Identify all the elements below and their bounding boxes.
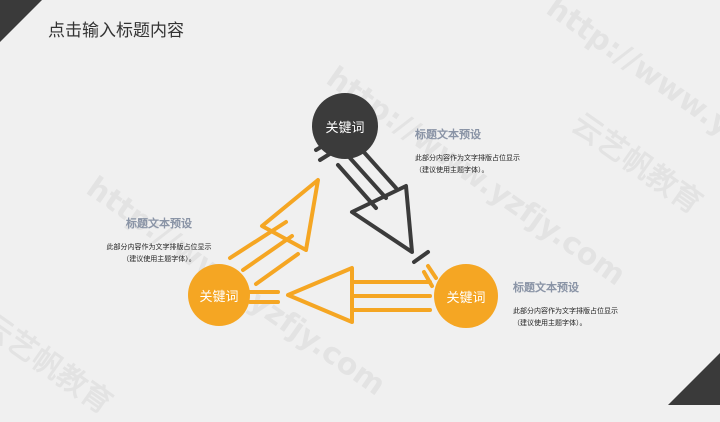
block-body: 此部分内容作为文字排版占位显示 （建议使用主题字体）。 [513,305,663,329]
arrow-right-to-left [248,264,438,324]
text-block-top-right: 标题文本预设 此部分内容作为文字排版占位显示 （建议使用主题字体）。 [415,126,565,176]
block-line: （建议使用主题字体）。 [513,319,587,327]
block-title: 标题文本预设 [415,128,481,141]
node-left: 关键词 [188,264,250,326]
page-title: 点击输入标题内容 [48,21,184,41]
node-right: 关键词 [434,264,498,328]
corner-decoration-top-left [0,0,42,42]
block-line: （建议使用主题字体）。 [122,255,196,263]
corner-decoration-bottom-right [668,353,720,405]
block-body: 此部分内容作为文字排版占位显示 （建议使用主题字体）。 [415,152,565,176]
text-block-bottom-right: 标题文本预设 此部分内容作为文字排版占位显示 （建议使用主题字体）。 [513,279,663,329]
arrow-top-to-right [314,136,430,264]
block-title: 标题文本预设 [126,217,192,230]
node-top: 关键词 [312,93,378,159]
text-block-left: 标题文本预设 此部分内容作为文字排版占位显示 （建议使用主题字体）。 [84,215,234,265]
block-title: 标题文本预设 [513,281,579,294]
block-line: 此部分内容作为文字排版占位显示 [106,243,212,251]
arrow-left-to-top [228,178,320,286]
block-line: （建议使用主题字体）。 [415,166,489,174]
block-body: 此部分内容作为文字排版占位显示 （建议使用主题字体）。 [84,241,234,265]
cycle-diagram [228,136,438,324]
block-line: 此部分内容作为文字排版占位显示 [513,307,618,315]
block-line: 此部分内容作为文字排版占位显示 [415,154,520,162]
